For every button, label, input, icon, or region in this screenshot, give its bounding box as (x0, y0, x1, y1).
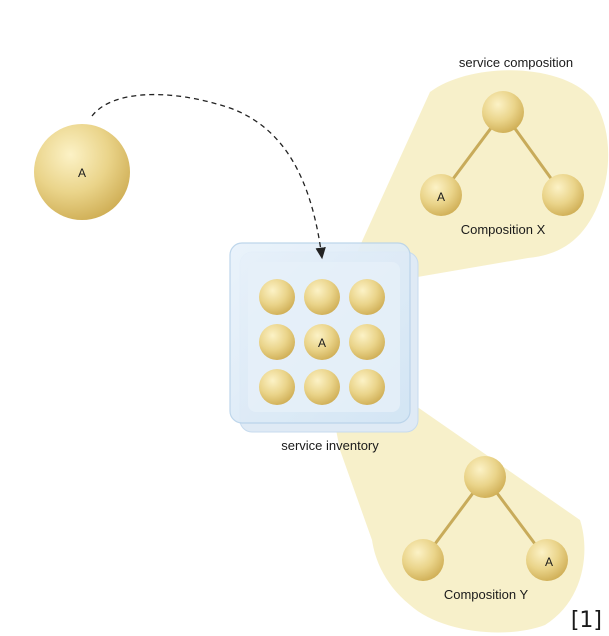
inventory-label: service inventory (281, 438, 379, 453)
composition-y-a-label: A (545, 555, 553, 569)
inventory-sphere-a (304, 324, 340, 360)
composition-y-left-sphere (402, 539, 444, 581)
inventory-sphere (259, 279, 295, 315)
composition-top-label: service composition (459, 55, 573, 70)
composition-x-label: Composition X (461, 222, 546, 237)
inventory-sphere (349, 279, 385, 315)
composition-y-label: Composition Y (444, 587, 529, 602)
composition-x (420, 91, 584, 216)
composition-x-a-label: A (437, 190, 445, 204)
composition-y (402, 456, 568, 581)
composition-x-root-sphere (482, 91, 524, 133)
inventory-sphere (259, 369, 295, 405)
inventory-sphere (259, 324, 295, 360)
inventory-sphere (349, 369, 385, 405)
inventory-sphere-a-label: A (318, 336, 326, 350)
dashed-curved-arrow (91, 93, 326, 260)
composition-y-right-sphere (526, 539, 568, 581)
inventory-sphere (349, 324, 385, 360)
composition-x-left-sphere (420, 174, 462, 216)
composition-y-root-sphere (464, 456, 506, 498)
inventory-spheres (259, 279, 385, 405)
inventory-sphere (304, 369, 340, 405)
service-a-sphere (34, 124, 130, 220)
composition-x-right-sphere (542, 174, 584, 216)
inventory-sphere (304, 279, 340, 315)
service-a-label: A (78, 166, 86, 180)
reference-label: [1] (571, 608, 602, 633)
